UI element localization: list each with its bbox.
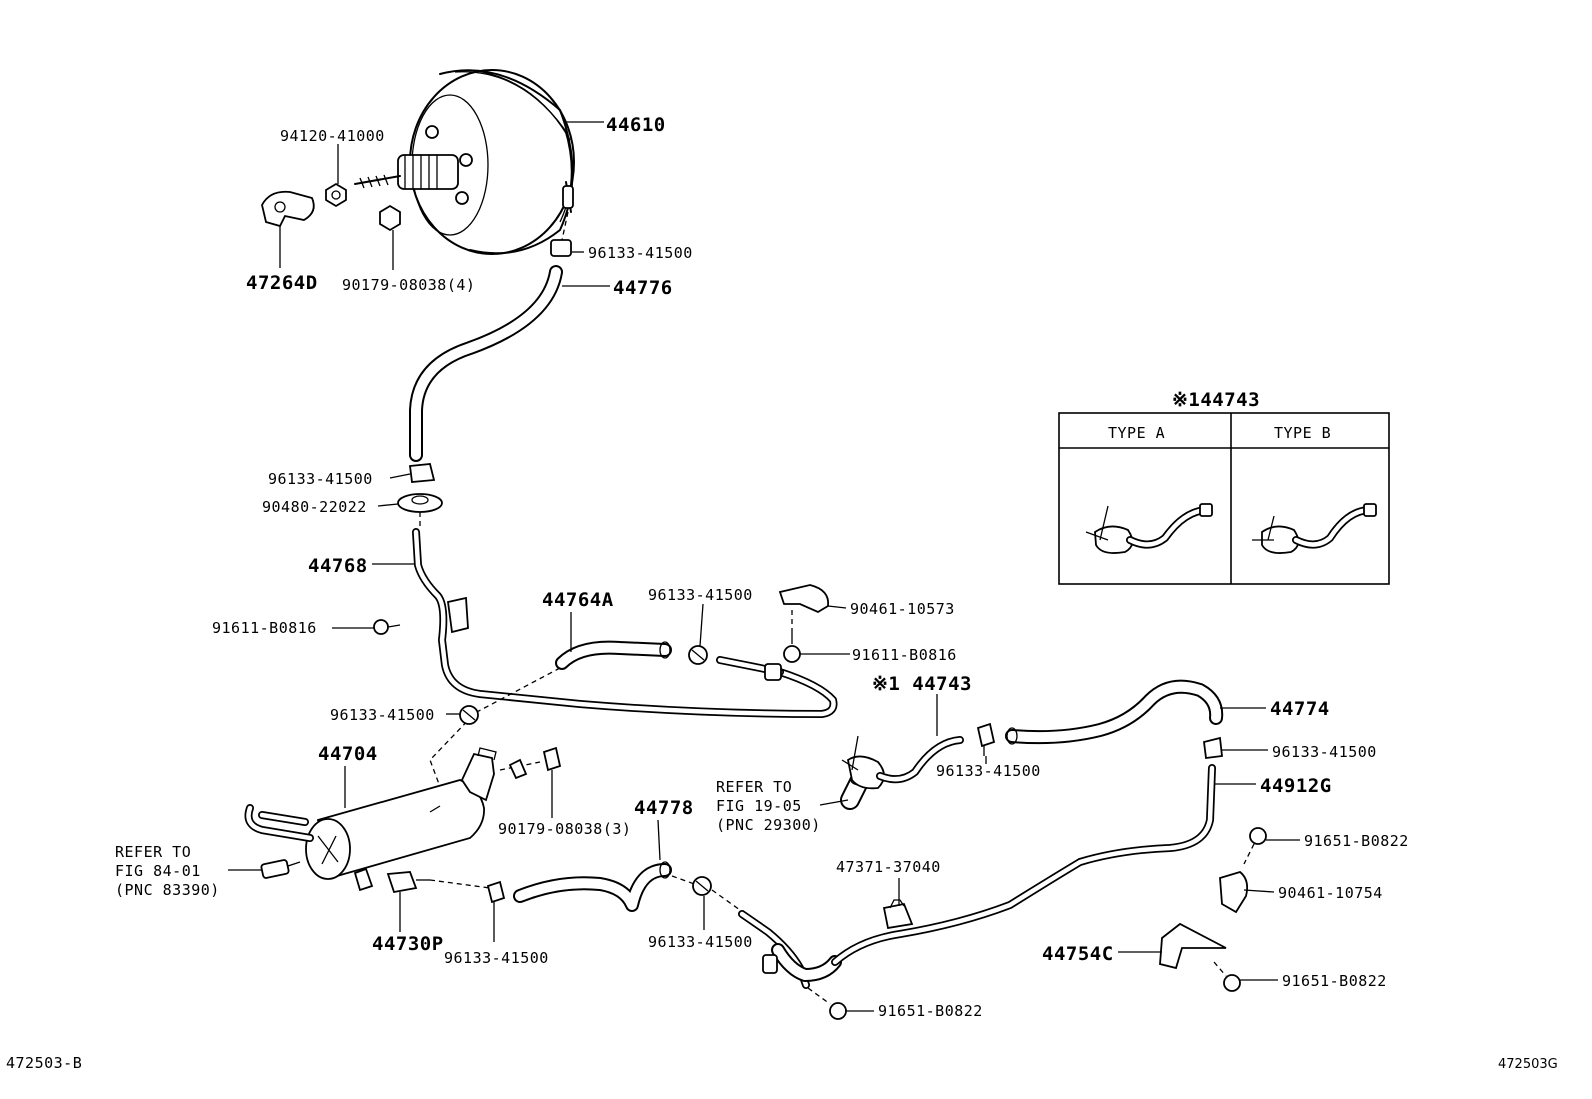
inset-144743 xyxy=(1058,412,1390,585)
clip-96133-41500-top xyxy=(550,211,572,257)
inset-type-a-hose xyxy=(1085,503,1213,554)
leader-lines xyxy=(228,121,1300,1012)
pipe-44768 xyxy=(412,528,838,718)
label-94120-41000: 94120-41000 xyxy=(280,127,385,145)
label-90461-10754: 90461-10754 xyxy=(1278,884,1383,902)
label-90179-08038-4: 90179-08038(4) xyxy=(342,276,475,294)
label-44704: 44704 xyxy=(318,743,378,765)
nut-90179-08038-4 xyxy=(379,204,401,232)
label-96133-41500-e: 96133-41500 xyxy=(444,949,549,967)
label-96133-41500-b: 96133-41500 xyxy=(268,470,373,488)
footer-right-code: 472503G xyxy=(1498,1057,1558,1072)
label-96133-41500-c: 96133-41500 xyxy=(648,586,753,604)
nut-90179-08038-3 xyxy=(499,746,562,780)
ref-fig19-line2: FIG 19-05 xyxy=(716,797,802,815)
inset-type-b-hose xyxy=(1252,503,1377,554)
hose-44764A xyxy=(555,640,672,670)
label-47264D: 47264D xyxy=(246,272,318,294)
bracket-90461-10573 xyxy=(778,584,830,628)
bracket-90461-10754 xyxy=(1219,871,1249,914)
clip-96133-41500-b xyxy=(408,463,436,483)
inset-type-a-label: TYPE A xyxy=(1108,424,1165,442)
ref-fig19-line3: (PNC 29300) xyxy=(716,816,821,834)
clip-47371-37040 xyxy=(882,899,914,930)
label-44778: 44778 xyxy=(634,797,694,819)
brake-booster-44610 xyxy=(354,69,575,255)
label-96133-41500-g: 96133-41500 xyxy=(936,762,1041,780)
label-44754C: 44754C xyxy=(1042,943,1114,965)
hose-44776 xyxy=(409,265,563,462)
footer-left-code: 472503-B xyxy=(6,1054,82,1072)
label-90480-22022: 90480-22022 xyxy=(262,498,367,516)
ref-fig19-line1: REFER TO xyxy=(716,778,792,796)
label-44768: 44768 xyxy=(308,555,368,577)
clip-96133-41500-g xyxy=(976,722,996,756)
canister-44704 xyxy=(244,747,497,892)
label-96133-41500-d: 96133-41500 xyxy=(330,706,435,724)
bolt-91651-B0822-c xyxy=(807,987,847,1020)
clip-96133-41500-e xyxy=(486,880,506,904)
label-1-44743: ※1 44743 xyxy=(872,673,972,695)
inset-type-b-label: TYPE B xyxy=(1274,424,1331,442)
bolt-91611-B0816-right xyxy=(783,628,801,663)
clip-96133-41500-d xyxy=(459,705,479,725)
label-91611-B0816-left: 91611-B0816 xyxy=(212,619,317,637)
ref-fig84-line1: REFER TO xyxy=(115,843,191,861)
bolt-91651-B0822-b xyxy=(1213,961,1241,992)
clip-96133-41500-h xyxy=(1203,736,1223,760)
hose-44774 xyxy=(1005,679,1224,745)
valve-44730P xyxy=(386,871,491,894)
hose-assembly-44743 xyxy=(841,735,964,790)
part-labels: 44610 94120-41000 47264D 90179-08038(4) … xyxy=(6,114,1558,1072)
hose-44778 xyxy=(513,861,672,912)
label-91651-B0822-b: 91651-B0822 xyxy=(1282,972,1387,990)
label-96133-41500-top: 96133-41500 xyxy=(588,244,693,262)
label-91651-B0822-c: 91651-B0822 xyxy=(878,1002,983,1020)
leader-dash-44764A xyxy=(429,667,561,801)
label-44610: 44610 xyxy=(606,114,666,136)
ref-fig84-line2: FIG 84-01 xyxy=(115,862,201,880)
label-90179-08038-3: 90179-08038(3) xyxy=(498,820,631,838)
label-90461-10573: 90461-10573 xyxy=(850,600,955,618)
label-47371-37040: 47371-37040 xyxy=(836,858,941,876)
valve-fig84-ref xyxy=(260,859,301,879)
label-96133-41500-h: 96133-41500 xyxy=(1272,743,1377,761)
ref-fig84-line3: (PNC 83390) xyxy=(115,881,220,899)
label-91651-B0822-a: 91651-B0822 xyxy=(1304,832,1409,850)
inset-title: ※144743 xyxy=(1172,389,1260,411)
label-44912G: 44912G xyxy=(1260,775,1332,797)
nut-94120-41000 xyxy=(325,182,347,208)
bracket-44754C xyxy=(1159,922,1227,970)
label-44730P: 44730P xyxy=(372,933,444,955)
pipe-lower-long xyxy=(738,764,1216,989)
clevis-47264D xyxy=(261,190,315,228)
bolt-91611-B0816-left xyxy=(373,619,401,635)
bolt-91651-B0822-a xyxy=(1243,827,1267,865)
grommet-90480-22022 xyxy=(397,493,443,528)
label-44774: 44774 xyxy=(1270,698,1330,720)
clip-96133-41500-c xyxy=(688,645,708,665)
label-44764A: 44764A xyxy=(542,589,614,611)
label-96133-41500-f: 96133-41500 xyxy=(648,933,753,951)
clip-96133-41500-f xyxy=(671,875,741,911)
label-44776: 44776 xyxy=(613,277,673,299)
label-91611-B0816-right: 91611-B0816 xyxy=(852,646,957,664)
